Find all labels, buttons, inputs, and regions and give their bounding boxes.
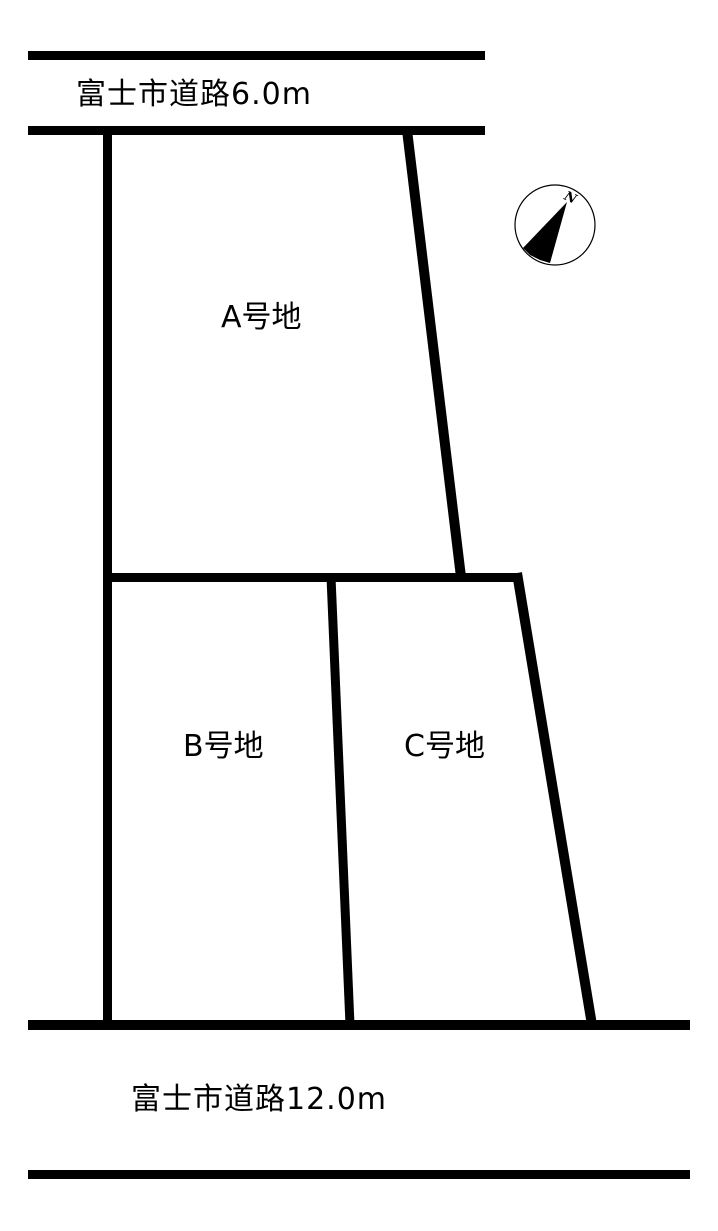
lot-b-c-divider bbox=[326, 576, 355, 1026]
south-road-outer-edge bbox=[28, 1170, 690, 1179]
lot-a-east-boundary bbox=[402, 129, 466, 578]
north-arrow-icon: N bbox=[514, 184, 596, 266]
south-road-label: 富士市道路12.0m bbox=[131, 1082, 388, 1117]
south-road-inner-edge bbox=[28, 1020, 690, 1030]
lot-c-east-boundary bbox=[512, 572, 597, 1026]
lot-b-label: B号地 bbox=[183, 729, 264, 764]
north-road-outer-edge bbox=[28, 51, 485, 60]
lot-a-label: A号地 bbox=[221, 300, 302, 335]
north-road-inner-edge bbox=[28, 126, 485, 135]
lot-c-label: C号地 bbox=[404, 729, 485, 764]
north-road-label: 富士市道路6.0m bbox=[76, 77, 312, 112]
